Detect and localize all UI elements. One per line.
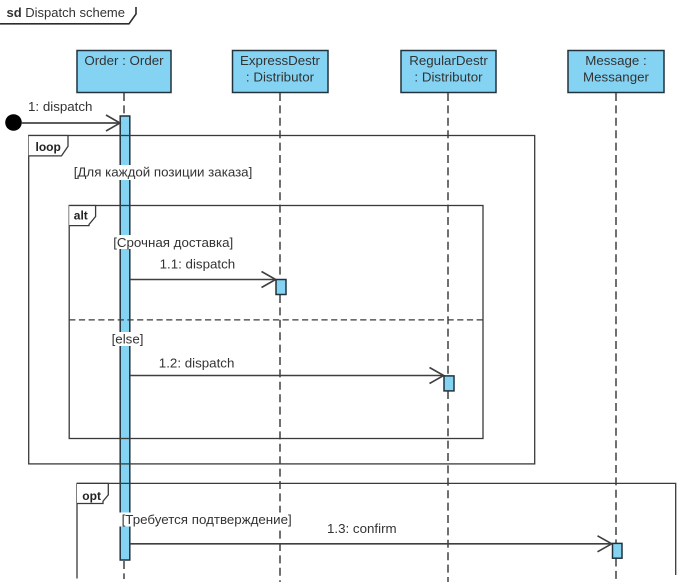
svg-text:opt: opt	[82, 489, 101, 503]
svg-text:Order : Order: Order : Order	[84, 53, 164, 68]
svg-text:sd Dispatch scheme: sd Dispatch scheme	[7, 5, 126, 20]
svg-text:[Для каждой позиции заказа]: [Для каждой позиции заказа]	[74, 165, 253, 180]
svg-text:[else]: [else]	[112, 332, 144, 347]
svg-text:1.2: dispatch: 1.2: dispatch	[159, 356, 235, 371]
svg-text:[Срочная доставка]: [Срочная доставка]	[113, 235, 233, 250]
svg-text:1: dispatch: 1: dispatch	[28, 99, 92, 114]
svg-text:Message :: Message :	[585, 53, 647, 68]
svg-text:: Distributor: : Distributor	[246, 70, 315, 85]
svg-text:alt: alt	[74, 209, 88, 223]
svg-text:Messanger: Messanger	[583, 70, 649, 85]
svg-text:loop: loop	[36, 140, 61, 154]
svg-text:1.1: dispatch: 1.1: dispatch	[160, 257, 236, 272]
svg-text:ExpressDestr: ExpressDestr	[240, 53, 321, 68]
svg-text:1.3: confirm: 1.3: confirm	[327, 521, 397, 536]
svg-text:RegularDestr: RegularDestr	[409, 53, 488, 68]
svg-text:: Distributor: : Distributor	[414, 70, 483, 85]
svg-text:[Требуется подтверждение]: [Требуется подтверждение]	[122, 512, 292, 527]
